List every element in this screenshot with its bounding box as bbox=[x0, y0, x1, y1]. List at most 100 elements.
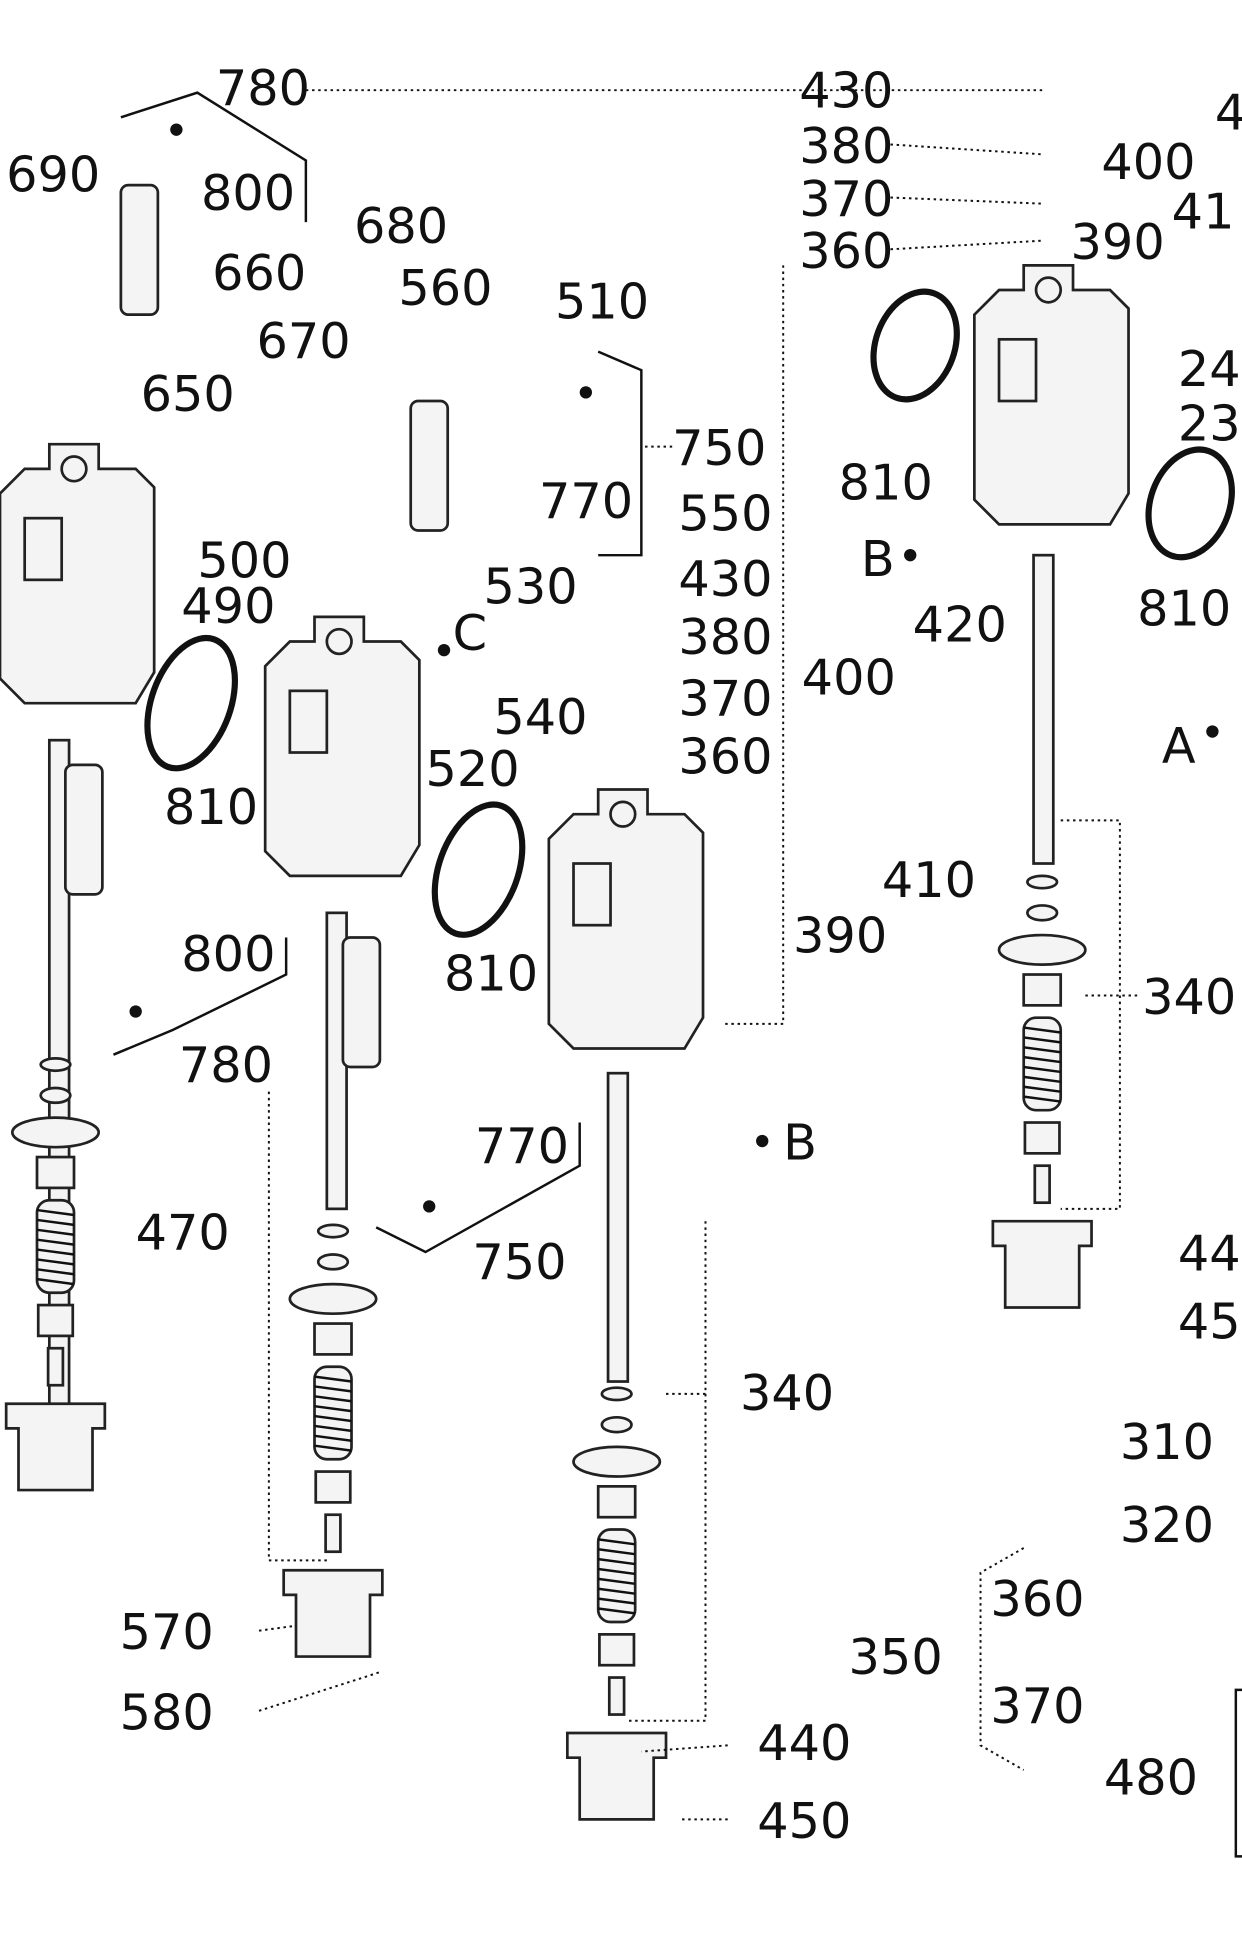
callout-label: 410 bbox=[882, 851, 976, 909]
bolt bbox=[1033, 1164, 1051, 1205]
leader-line bbox=[890, 196, 1043, 205]
callout-label: 560 bbox=[398, 259, 492, 317]
callout-label: 440 bbox=[757, 1714, 851, 1772]
seal-ring bbox=[39, 1057, 72, 1073]
spool-stack-center bbox=[565, 1386, 668, 1821]
seal-ring bbox=[600, 1415, 633, 1434]
callout-label: 430 bbox=[799, 61, 893, 119]
bore bbox=[609, 800, 637, 828]
callout-label: 810 bbox=[444, 945, 538, 1003]
callout-label: 340 bbox=[740, 1364, 834, 1422]
callout-label: 310 bbox=[1120, 1413, 1214, 1471]
callout-label: 370 bbox=[990, 1677, 1084, 1735]
spring-seat bbox=[35, 1155, 76, 1190]
callout-label: 360 bbox=[990, 1570, 1084, 1628]
seal-ring bbox=[39, 1086, 72, 1105]
group-bracket bbox=[597, 350, 643, 557]
group-bracket bbox=[120, 91, 308, 223]
spring-coil bbox=[598, 1538, 636, 1546]
plate bbox=[572, 1445, 662, 1478]
port bbox=[288, 689, 329, 754]
callout-label: 770 bbox=[539, 472, 633, 530]
spring-coil bbox=[598, 1548, 636, 1556]
bracket-line bbox=[629, 1221, 707, 1722]
leader-line bbox=[258, 1670, 383, 1712]
group-bracket bbox=[112, 937, 288, 1056]
group-bracket bbox=[1234, 1688, 1242, 1858]
parts-drawing bbox=[0, 89, 1242, 1858]
spring-coil bbox=[598, 1587, 636, 1595]
relief-cartridge bbox=[409, 399, 450, 532]
leader-line bbox=[258, 1624, 297, 1632]
callout-label: 45 bbox=[1178, 1292, 1241, 1350]
relief-cartridge bbox=[341, 936, 382, 1069]
cap bbox=[565, 1731, 668, 1821]
bolt bbox=[324, 1513, 342, 1554]
reference-dot bbox=[170, 123, 183, 136]
callout-label: 380 bbox=[799, 117, 893, 175]
cap bbox=[4, 1402, 107, 1492]
spring-coil bbox=[598, 1607, 636, 1615]
callout-label: 780 bbox=[179, 1036, 273, 1094]
callout-label: 320 bbox=[1120, 1496, 1214, 1554]
spring-coil bbox=[598, 1557, 636, 1566]
callout-label: 810 bbox=[1137, 579, 1231, 637]
callout-label: 470 bbox=[136, 1204, 230, 1262]
callout-label: 24 bbox=[1178, 340, 1241, 398]
spring-seat bbox=[313, 1322, 353, 1356]
plate bbox=[288, 1282, 378, 1316]
spring-coil bbox=[598, 1597, 636, 1605]
valve-body bbox=[0, 442, 156, 705]
bolt bbox=[46, 1346, 65, 1387]
callout-label: 380 bbox=[678, 608, 772, 666]
spring-coil bbox=[314, 1395, 352, 1403]
callout-label: 340 bbox=[1142, 968, 1236, 1026]
spring-coil bbox=[1023, 1026, 1061, 1034]
reference-dot bbox=[1206, 725, 1219, 738]
spring-coil bbox=[598, 1577, 636, 1586]
seal-ring bbox=[1026, 904, 1059, 922]
spring-coil bbox=[314, 1375, 352, 1383]
cap bbox=[282, 1568, 384, 1658]
spring-seat bbox=[314, 1470, 352, 1504]
callout-label: 660 bbox=[212, 244, 306, 302]
valve-section-middle bbox=[263, 615, 421, 878]
valve-section-left bbox=[0, 442, 156, 705]
callout-label: 44 bbox=[1178, 1225, 1241, 1283]
relief-cartridge bbox=[119, 183, 160, 317]
spring-coil bbox=[36, 1218, 75, 1227]
o-ring bbox=[431, 801, 526, 938]
callout-label: 41 bbox=[1172, 182, 1235, 240]
bracket-line bbox=[1060, 819, 1121, 1210]
callout-label: 400 bbox=[1101, 133, 1195, 191]
spring-coil bbox=[36, 1238, 75, 1246]
spool-stack-middle bbox=[282, 1223, 384, 1658]
callout-label: 490 bbox=[181, 577, 275, 635]
reference-dot bbox=[579, 386, 593, 399]
callout-label: 680 bbox=[354, 197, 448, 255]
spring-coil bbox=[314, 1414, 352, 1423]
port bbox=[572, 862, 612, 927]
cap bbox=[991, 1219, 1093, 1309]
port bbox=[997, 337, 1038, 403]
spring-coil bbox=[36, 1258, 75, 1266]
spring-seat bbox=[596, 1485, 637, 1519]
callout-label: 770 bbox=[475, 1117, 569, 1175]
callout-label: 780 bbox=[216, 59, 310, 117]
reference-dot bbox=[756, 1134, 769, 1148]
o-ring bbox=[1145, 446, 1235, 561]
callout-label: 580 bbox=[120, 1683, 214, 1741]
callout-label: 570 bbox=[120, 1603, 214, 1661]
seal-ring bbox=[1026, 874, 1059, 890]
spring-coil bbox=[36, 1228, 75, 1236]
port bbox=[23, 516, 64, 582]
callout-label: 430 bbox=[678, 550, 772, 608]
bore bbox=[60, 455, 88, 483]
reference-dot bbox=[904, 549, 917, 562]
spool-stack-right bbox=[991, 874, 1093, 1309]
spring-seat bbox=[1023, 1121, 1061, 1155]
spring-coil bbox=[36, 1268, 75, 1276]
seal-ring bbox=[600, 1386, 633, 1402]
callout-label: A bbox=[1162, 716, 1196, 774]
spring-coil bbox=[36, 1277, 75, 1286]
